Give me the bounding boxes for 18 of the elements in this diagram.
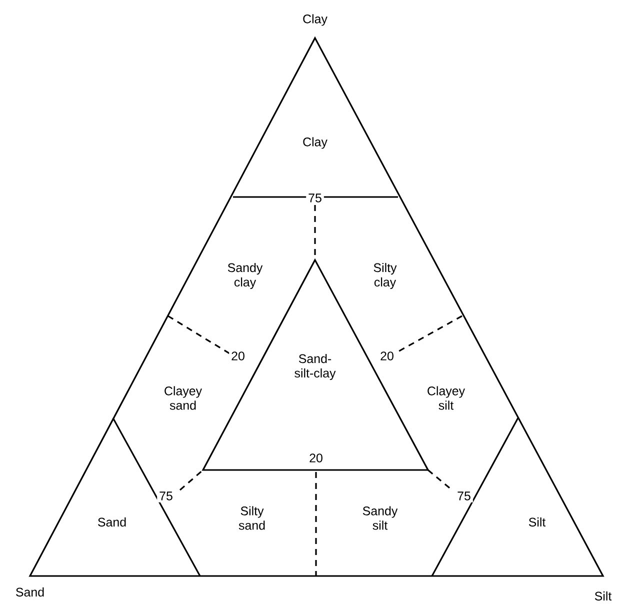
- vertex-label: Silt: [594, 591, 612, 601]
- region-label: Silt: [528, 517, 546, 527]
- region-label: Silty sand: [238, 506, 265, 530]
- vertex-label: Clay: [303, 14, 328, 26]
- percent-label: 75: [455, 490, 473, 502]
- percent-label: 20: [307, 452, 325, 464]
- region-label: Clayey sand: [164, 386, 202, 410]
- region-label: Clay: [303, 137, 328, 149]
- percent-label: 20: [229, 350, 247, 362]
- vertex-label: Sand: [16, 587, 44, 597]
- region-label: Clayey silt: [428, 386, 465, 410]
- region-label: Sandy silt: [362, 506, 398, 530]
- region-label: Sand: [98, 517, 126, 527]
- region-label: Silty clay: [374, 262, 397, 290]
- percent-label: 20: [378, 350, 396, 362]
- percent-label: 75: [157, 490, 175, 502]
- region-label: Sandy clay: [228, 262, 263, 290]
- percent-label: 75: [306, 192, 324, 204]
